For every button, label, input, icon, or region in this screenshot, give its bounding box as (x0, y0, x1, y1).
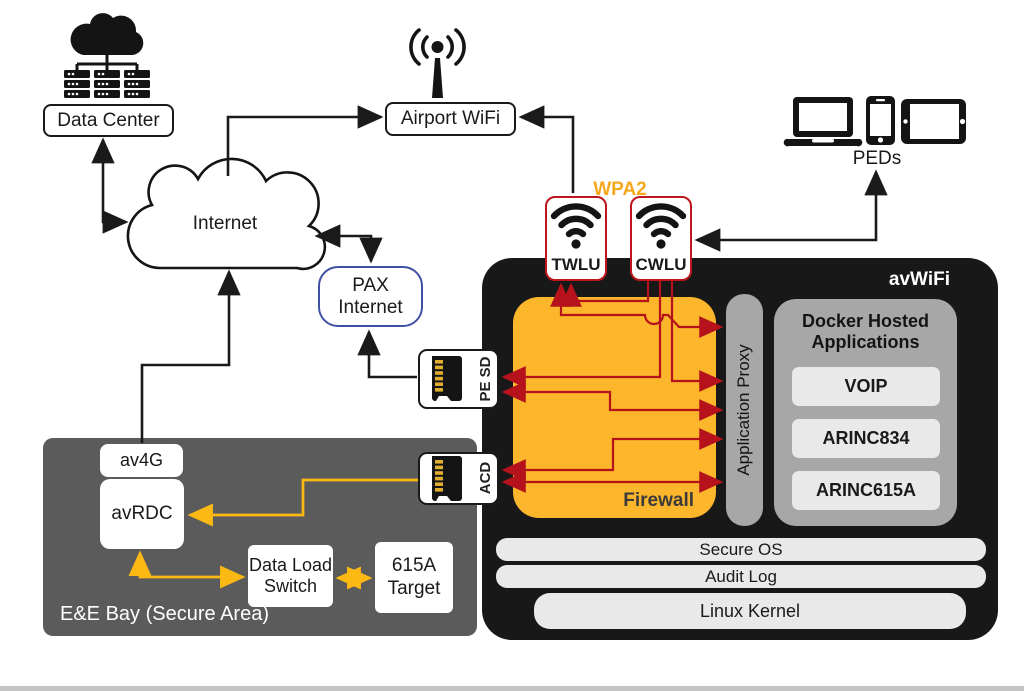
tablet-icon (901, 99, 966, 144)
av4g-node: av4G (100, 444, 183, 477)
wpa2-label: WPA2 (593, 179, 647, 200)
pax-internet-node: PAX Internet (318, 266, 423, 327)
acd-label: ACD (476, 461, 494, 495)
cwlu-label: CWLU (635, 255, 687, 274)
arrow-peds-cwlu (694, 169, 888, 252)
twlu-node: TWLU (545, 196, 607, 281)
data-center-node: Data Center (43, 104, 174, 137)
docker-title: Docker Hosted Applications (801, 311, 930, 353)
linux-kernel-bar: Linux Kernel (534, 593, 966, 629)
cwlu-node: CWLU (630, 196, 692, 281)
pe-sd-label: PE SD (476, 356, 494, 402)
arrow-pesd-pax (357, 329, 417, 379)
arrow-internet-pax (314, 224, 383, 264)
arrow-datacenter-internet (91, 137, 129, 234)
phone-icon (866, 96, 895, 145)
internet-label: Internet (193, 213, 258, 234)
arrow-internet-airportwifi (226, 105, 384, 176)
arrow-twlu-airportwifi (518, 105, 575, 193)
data-load-switch-node: Data Load Switch (248, 545, 333, 607)
antenna-icon (409, 28, 466, 98)
internet-cloud: Internet (126, 157, 327, 271)
target-615a-node: 615A Target (375, 542, 453, 613)
secure-os-bar: Secure OS (496, 538, 986, 561)
application-proxy-panel (726, 294, 763, 526)
avrdc-node: avRDC (100, 479, 184, 549)
audit-log-bar: Audit Log (496, 565, 986, 588)
avwifi-label: avWiFi (888, 269, 950, 290)
firewall-panel: Firewall (513, 297, 716, 518)
data-center-icon (64, 13, 150, 98)
bottom-crop-strip (0, 686, 1024, 691)
arrow-av4g-internet (140, 269, 241, 443)
laptop-icon (783, 97, 863, 147)
arinc615a-box: ARINC615A (792, 471, 940, 510)
peds-label: PEDs (852, 148, 902, 169)
application-proxy-label: Application Proxy (734, 344, 753, 476)
ee-bay-label: E&E Bay (Secure Area) (60, 603, 269, 625)
airport-wifi-node: Airport WiFi (385, 102, 516, 136)
firewall-label: Firewall (623, 490, 694, 511)
arinc834-box: ARINC834 (792, 419, 940, 458)
twlu-label: TWLU (551, 255, 601, 274)
voip-box: VOIP (792, 367, 940, 406)
